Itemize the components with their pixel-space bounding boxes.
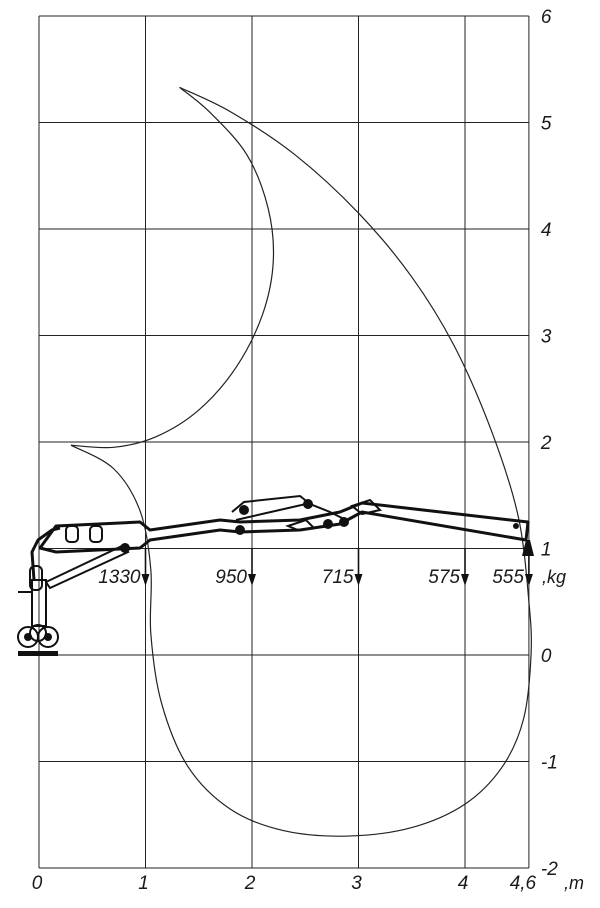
load-arrows: 1330 950 715 575 555: [98, 548, 533, 588]
load-value-label: 575: [428, 567, 460, 588]
load-unit-label: ,kg: [542, 567, 566, 587]
crane-boom: [38, 501, 530, 554]
x-tick-label: 4,6: [510, 873, 537, 894]
hook: [522, 540, 534, 556]
y-tick-label: 5: [541, 114, 552, 135]
y-tick-label: -1: [541, 753, 558, 774]
load-value-label: 555: [492, 567, 524, 588]
y-tick-label: 4: [541, 220, 552, 241]
x-tick-label: 3: [351, 873, 362, 894]
x-tick-label: 4: [458, 873, 469, 894]
x-tick-label: 2: [244, 873, 256, 894]
load-arrow-head: [141, 574, 150, 586]
y-tick-label: 2: [540, 433, 552, 454]
load-value-label: 1330: [98, 567, 141, 588]
y-tick-label: 0: [541, 646, 552, 667]
grid: [38, 15, 530, 869]
load-value-label: 950: [215, 567, 247, 588]
crane-drawing: [17, 494, 534, 656]
load-value-label: 715: [322, 567, 354, 588]
y-tick-label: 1: [541, 540, 552, 561]
load-arrow-head: [524, 574, 533, 586]
reach-envelope-curve: [70, 86, 532, 837]
x-tick-label: 1: [138, 873, 149, 894]
curves: [70, 86, 532, 837]
y-tick-label: 3: [541, 327, 552, 348]
x-tick-label: 0: [32, 873, 43, 894]
load-arrow-head: [248, 574, 256, 586]
crane-base: [17, 565, 59, 656]
inner-reach-curve: [70, 86, 275, 449]
load-arrow-head: [461, 574, 469, 586]
y-tick-label: 6: [541, 7, 552, 28]
x-unit-label: ,m: [564, 873, 584, 893]
load-arrow-head: [354, 574, 363, 586]
crane-column: [30, 526, 61, 581]
axis-ticks: 0 1 2 3 4 4,6 6 5 4 3 2 1 0 -1 -2: [32, 7, 559, 894]
y-tick-label: -2: [541, 859, 558, 880]
